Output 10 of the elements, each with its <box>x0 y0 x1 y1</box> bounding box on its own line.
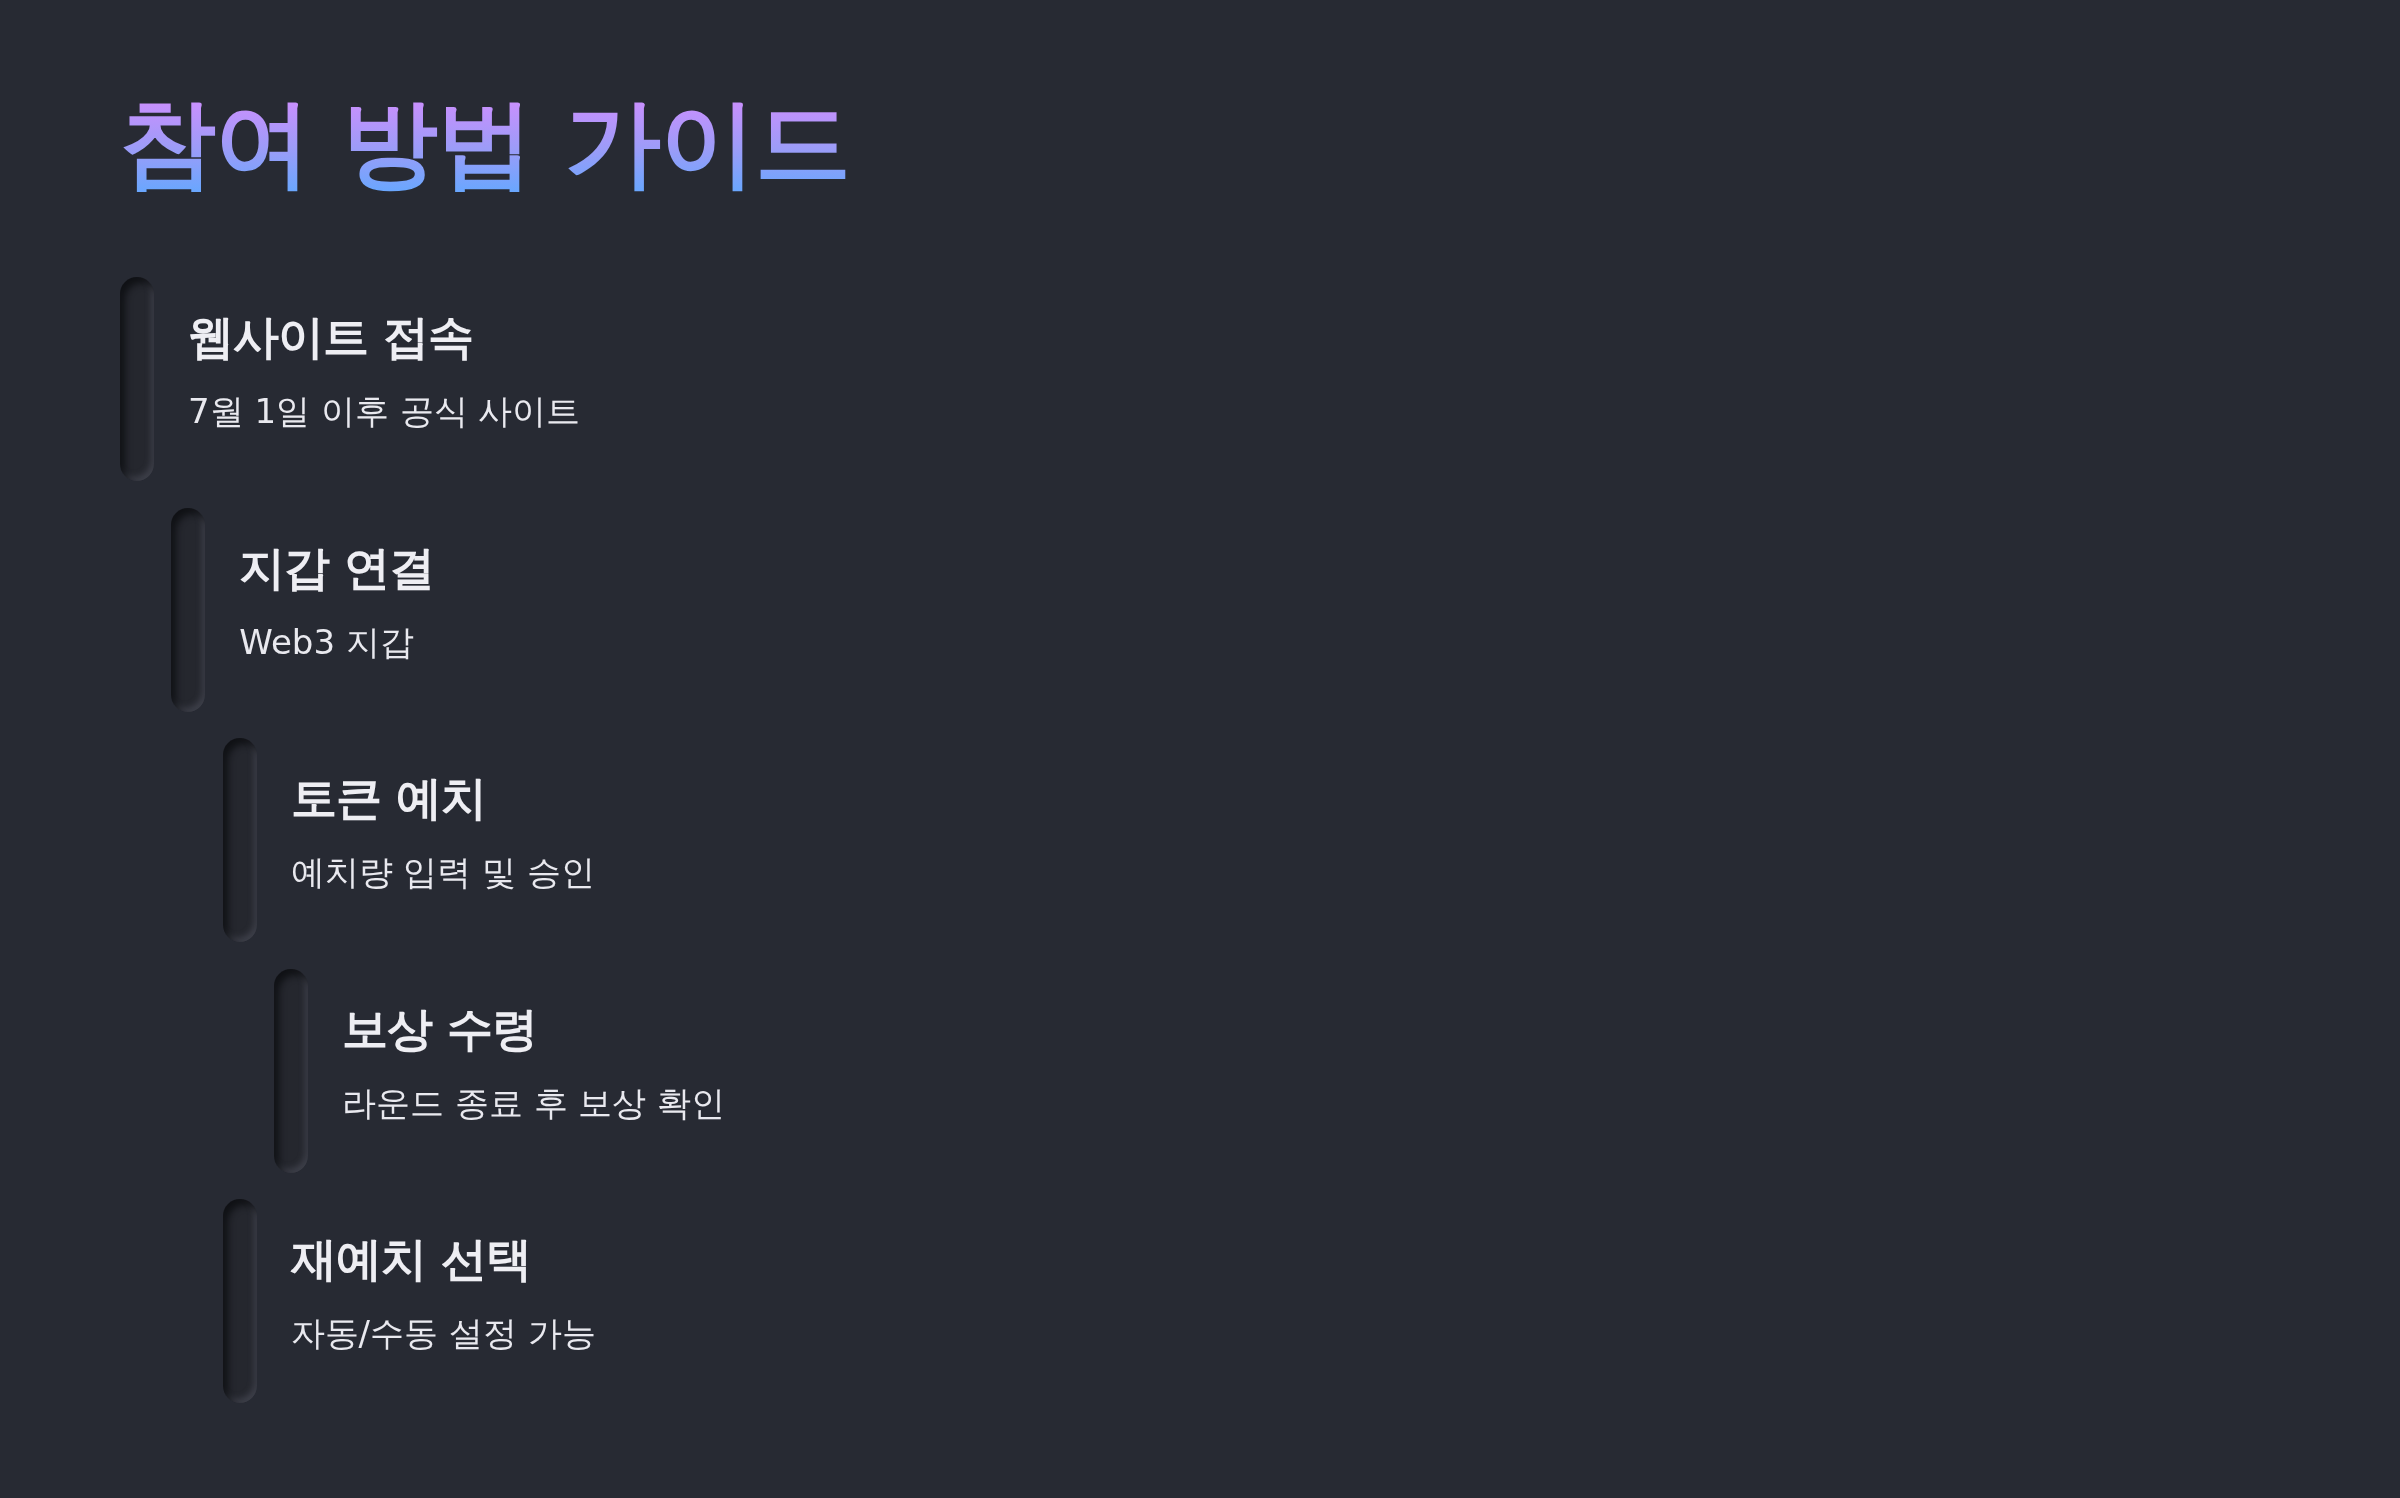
step-heading: 보상 수령 <box>341 1000 538 1057</box>
step-description: 7월 1일 이후 공식 사이트 <box>188 390 581 433</box>
step-description: Web3 지갑 <box>239 620 415 664</box>
step-heading: 지갑 연결 <box>239 539 435 596</box>
step-heading: 토큰 예치 <box>290 770 487 827</box>
step-heading: 웹사이트 접속 <box>188 309 474 365</box>
step-description: 예치량 입력 및 승인 <box>290 851 596 895</box>
step-heading: 재예치 선택 <box>290 1231 532 1288</box>
step-description: 라운드 종료 후 보상 확인 <box>341 1081 726 1125</box>
step-description: 자동/수동 설정 가능 <box>290 1312 596 1356</box>
